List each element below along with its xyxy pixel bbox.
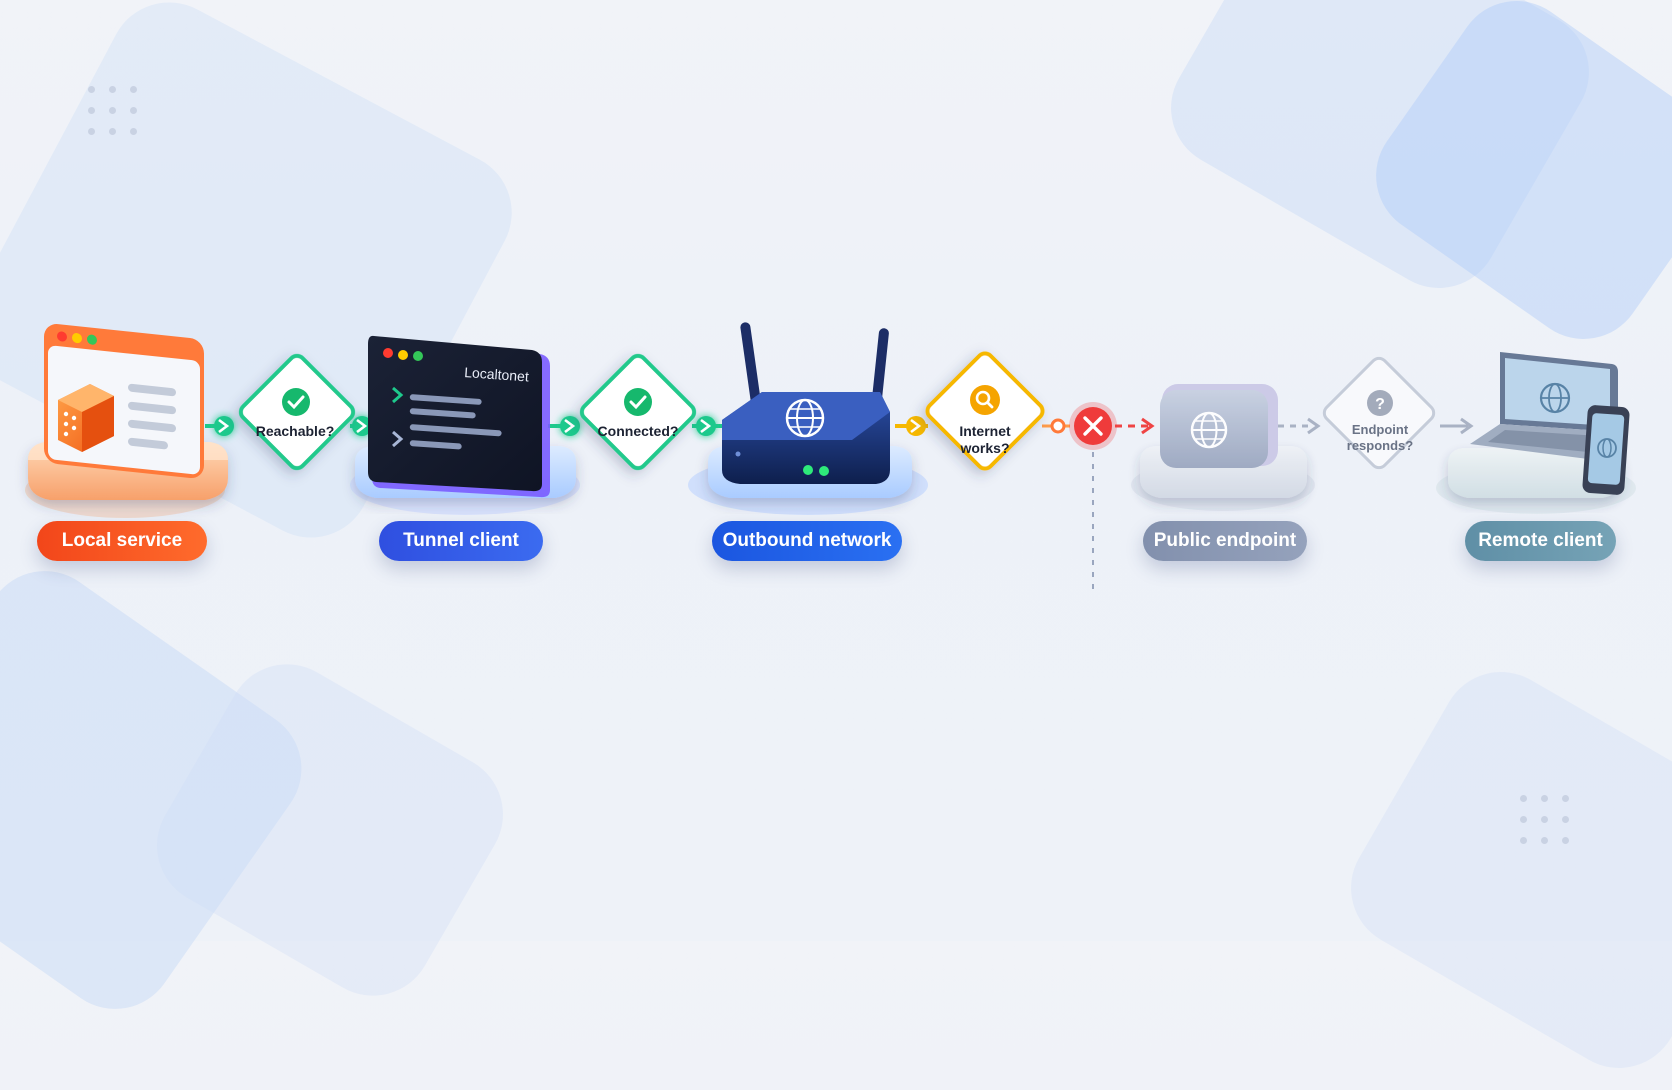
- check-reachable-label: Reachable?: [255, 423, 335, 439]
- check-internet-line2: works?: [960, 440, 1010, 456]
- dot-grid-decoration: [1520, 795, 1569, 844]
- check-reachable-diamond: [238, 353, 356, 471]
- local-service-node: [25, 324, 228, 518]
- check-circle-icon: [282, 388, 310, 416]
- connector-failure-to-endpoint-dashed: [1115, 417, 1155, 435]
- check-internet-label: Internet works?: [935, 423, 1035, 457]
- x-circle-icon: [1069, 402, 1117, 450]
- connector-responds-to-remote: [1440, 417, 1474, 435]
- service-cube-icon: [58, 384, 114, 452]
- public-endpoint-node: [1131, 384, 1315, 511]
- check-endpoint-diamond: ?: [1322, 356, 1436, 470]
- laptop-icon: [1470, 352, 1618, 460]
- tunnel-client-node: Localtonet: [350, 335, 580, 515]
- tunnel-client-label: Tunnel client: [379, 521, 543, 561]
- remote-client-node: [1436, 352, 1636, 514]
- search-icon: [970, 385, 1000, 415]
- flow-diagram: Localtonet: [25, 322, 1636, 590]
- question-icon: ?: [1367, 390, 1393, 416]
- globe-server-icon: [1160, 384, 1278, 468]
- connector-tunnel-to-connected: [548, 416, 580, 436]
- terminal-window-title: Localtonet: [464, 364, 530, 384]
- connector-network-to-internet: [895, 416, 928, 436]
- check-endpoint-label: Endpoint responds?: [1330, 422, 1430, 454]
- check-connected-label: Connected?: [597, 423, 679, 439]
- outbound-network-node: [688, 322, 928, 515]
- check-internet-diamond: [925, 351, 1045, 471]
- check-circle-icon: [624, 388, 652, 416]
- remote-client-label: Remote client: [1465, 521, 1616, 561]
- svg-text:?: ?: [1375, 396, 1385, 413]
- check-endpoint-line1: Endpoint: [1351, 422, 1409, 437]
- public-endpoint-label: Public endpoint: [1143, 521, 1307, 561]
- router-icon: [722, 322, 890, 484]
- terminal-window-icon: Localtonet: [368, 335, 550, 498]
- connector-local-to-reachable: [205, 416, 234, 436]
- check-connected-diamond: [579, 353, 697, 471]
- check-internet-line1: Internet: [959, 423, 1011, 439]
- phone-icon: [1582, 405, 1630, 495]
- connector-connected-to-network: [692, 416, 722, 436]
- connector-endpoint-to-responds-dashed: [1278, 417, 1321, 435]
- local-service-label: Local service: [37, 521, 207, 561]
- outbound-network-label: Outbound network: [712, 521, 902, 561]
- check-endpoint-line2: responds?: [1346, 438, 1414, 453]
- dot-grid-decoration: [88, 86, 137, 135]
- connector-internet-to-failure: [1042, 418, 1070, 434]
